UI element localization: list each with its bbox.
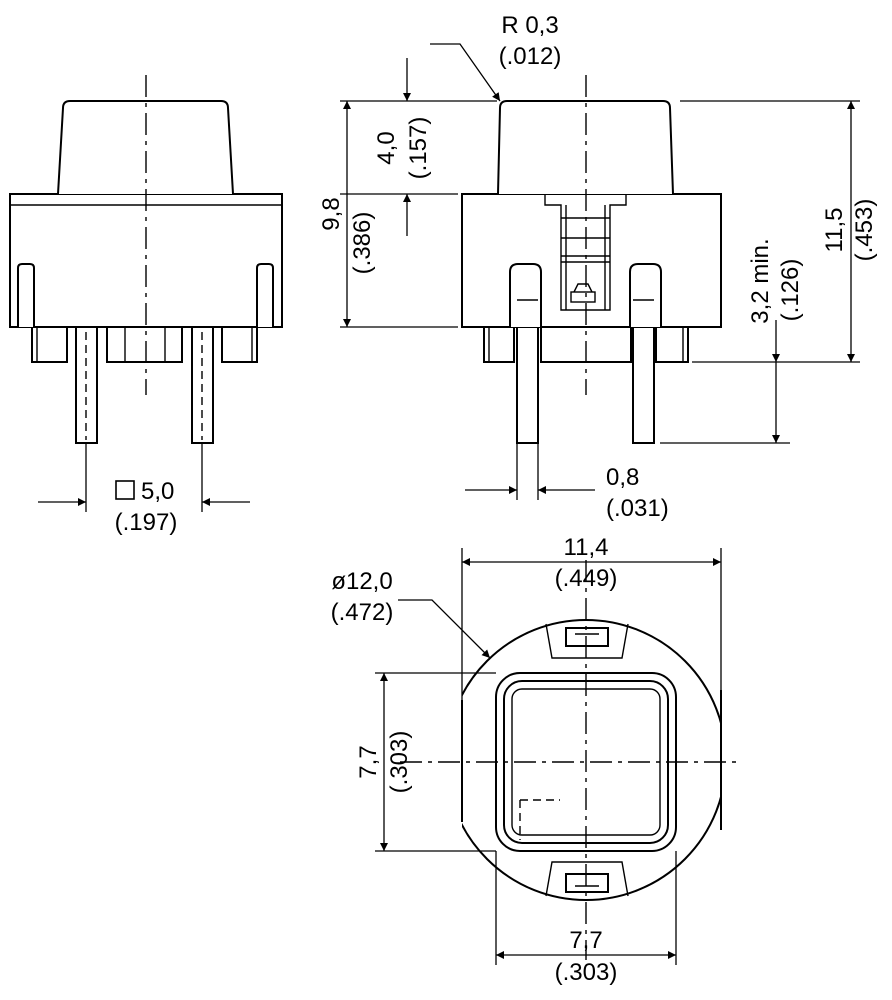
- cap-height-metric: 4,0: [373, 131, 400, 164]
- pin-length-metric: 3,2 min.: [747, 238, 774, 323]
- body-height-metric: 9,8: [318, 197, 345, 230]
- pin-width-imperial: (.031): [606, 495, 669, 522]
- latch: [509, 263, 542, 327]
- cap: [497, 100, 674, 195]
- cap-side-h-imperial: (.303): [555, 959, 618, 986]
- radius-imperial: (.012): [499, 43, 562, 70]
- pin-spacing-imperial: (.197): [115, 509, 178, 536]
- pin-left: [516, 326, 539, 444]
- cap-side-v-imperial: (.303): [386, 731, 413, 794]
- latch: [256, 263, 274, 327]
- cap-side-h-metric: 7,7: [569, 927, 602, 954]
- foot: [221, 326, 258, 363]
- front-view: 5,0 (.197): [9, 75, 283, 536]
- pin-length-imperial: (.126): [777, 259, 804, 322]
- pin-right: [632, 326, 655, 444]
- total-height-metric: 11,5: [821, 208, 848, 253]
- foot: [106, 326, 183, 363]
- housing: [461, 193, 722, 328]
- cap-height-imperial: (.157): [405, 117, 432, 180]
- latch: [17, 263, 35, 327]
- diameter-imperial: (.472): [331, 599, 394, 626]
- top-view: 11,4 (.449) ø12,0 (.472) 7,7 (.303) 7,7 …: [331, 534, 740, 986]
- radius-metric: R 0,3: [501, 12, 558, 39]
- body-width-metric: 11,4: [564, 534, 609, 561]
- pin-spacing-metric: 5,0: [141, 478, 174, 505]
- diameter-metric: ø12,0: [331, 568, 392, 595]
- pin-width-metric: 0,8: [606, 464, 639, 491]
- side-view: R 0,3 (.012) 4,0 (.157) 9,8 (.386) 11,5 …: [318, 12, 878, 522]
- cap: [57, 100, 234, 195]
- cap-side-v-metric: 7,7: [355, 745, 382, 778]
- latch: [629, 263, 662, 327]
- body-height-imperial: (.386): [349, 212, 376, 275]
- total-height-imperial: (.453): [851, 199, 878, 262]
- body-width-imperial: (.449): [555, 565, 618, 592]
- square-symbol-icon: [115, 480, 135, 500]
